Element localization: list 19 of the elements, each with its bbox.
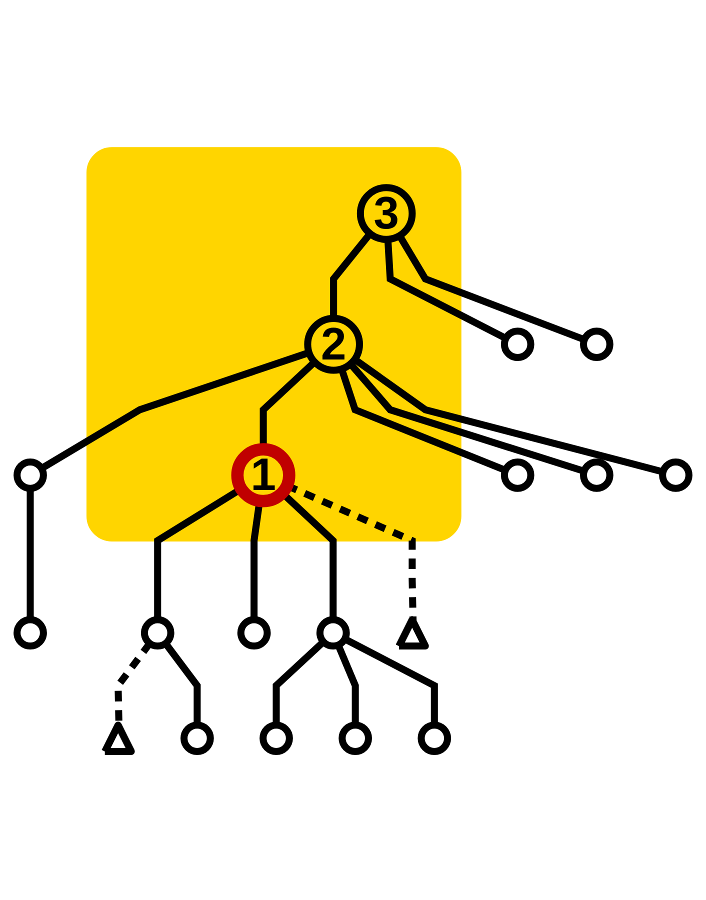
node-circle xyxy=(260,722,293,756)
node-circle xyxy=(500,458,534,492)
node-circle xyxy=(356,184,416,244)
node-circle xyxy=(180,722,214,756)
node-circle xyxy=(316,616,350,650)
cluster xyxy=(86,147,462,542)
node-circle xyxy=(237,616,271,650)
node-circle xyxy=(14,458,47,492)
node-circle xyxy=(580,458,614,492)
node-circle xyxy=(659,458,692,492)
node-circle xyxy=(14,616,47,650)
node-circle xyxy=(580,328,614,362)
node-circle xyxy=(140,616,174,650)
node-circle xyxy=(418,722,452,756)
node-circle xyxy=(231,443,296,508)
node-circle xyxy=(304,315,363,374)
node-circle xyxy=(500,328,534,362)
tree-diagram: 3 2 1 xyxy=(3,134,703,766)
node-circle xyxy=(338,722,372,756)
